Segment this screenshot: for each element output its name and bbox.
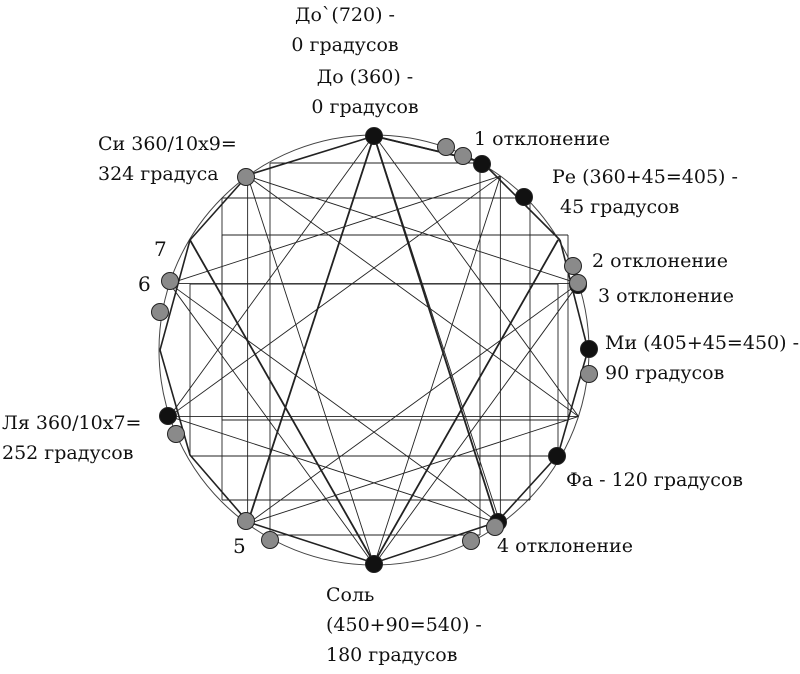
label-la: Ля 360/10х7= 252 градусов [2, 408, 141, 468]
secondary-point [261, 531, 279, 549]
octagon-edge [247, 521, 375, 564]
label-sol-line1: Соль [326, 584, 375, 606]
connector-line [373, 135, 498, 523]
label-re: Ре (360+45=405) - 45 градусов [552, 162, 738, 222]
octagon-edge [373, 521, 498, 564]
secondary-point [462, 532, 480, 550]
star-line [169, 283, 375, 566]
label-mi-line2: 90 градусов [605, 362, 725, 384]
octagon-edge [159, 239, 191, 351]
label-si-line1: Си 360/10х9= [98, 133, 237, 155]
star-line [247, 175, 375, 566]
label-la-line1: Ля 360/10х7= [2, 412, 142, 434]
primary-point [515, 188, 533, 206]
octagon-edge [496, 454, 559, 523]
octagon-edge [557, 349, 589, 456]
marker-7: 7 [154, 237, 167, 261]
secondary-point [161, 272, 179, 290]
label-deviation-4: 4 отклонение [497, 535, 633, 557]
label-do-360-line1: До (360) - [316, 66, 414, 88]
secondary-point [151, 303, 169, 321]
star-line [169, 175, 501, 417]
star-line [169, 175, 501, 284]
star-line [247, 175, 579, 284]
label-fa: Фа - 120 градусов [566, 469, 744, 491]
octagon-edge [189, 174, 249, 241]
label-la-line2: 252 градусов [2, 442, 134, 464]
primary-point [580, 340, 598, 358]
marker-6: 6 [138, 272, 151, 296]
secondary-point [486, 518, 504, 536]
label-do-720-line2: 0 градусов [291, 34, 399, 56]
star-line [247, 416, 579, 525]
octagon-edge [559, 239, 589, 351]
label-si-line2: 324 градуса [98, 163, 219, 185]
label-do-360-line2: 0 градусов [311, 96, 419, 118]
connector-line [373, 239, 559, 564]
label-do-360: До (360) - 0 градусов [290, 62, 440, 122]
label-re-line2: 45 градусов [560, 196, 680, 218]
connector-line [247, 135, 375, 523]
secondary-point [167, 425, 185, 443]
connector-lines [189, 135, 559, 564]
primary-point [159, 407, 177, 425]
primary-point [473, 155, 491, 173]
star-line [373, 283, 579, 566]
label-sol: Соль (450+90=540) - 180 градусов [326, 580, 482, 670]
star-line [169, 416, 501, 525]
star-line [373, 134, 579, 417]
label-deviation-2: 2 отклонение [592, 250, 728, 272]
label-re-line1: Ре (360+45=405) - [552, 166, 738, 188]
primary-point [548, 447, 566, 465]
star-line [247, 283, 579, 525]
label-do-720-line1: До`(720) - [295, 4, 395, 26]
octagon-edge [247, 135, 375, 176]
secondary-point [564, 257, 582, 275]
secondary-point [237, 512, 255, 530]
star-line [169, 283, 501, 525]
star-line [373, 175, 501, 566]
label-si: Си 360/10х9= 324 градуса [98, 129, 237, 189]
secondary-point [437, 138, 455, 156]
label-deviation-1: 1 отклонение [474, 128, 610, 150]
label-sol-line2: (450+90=540) - [326, 614, 482, 636]
primary-point [365, 127, 383, 145]
label-mi: Ми (405+45=450) - 90 градусов [605, 328, 799, 388]
secondary-point [580, 365, 598, 383]
note-points [151, 127, 598, 573]
connector-line [189, 239, 375, 564]
primary-point [365, 555, 383, 573]
label-deviation-3: 3 отклонение [598, 285, 734, 307]
octagon-edge [159, 349, 191, 456]
label-sol-line3: 180 градусов [326, 644, 458, 666]
secondary-point [569, 274, 587, 292]
octagon-edge [189, 454, 249, 523]
secondary-point [237, 168, 255, 186]
label-do-720: До`(720) - 0 градусов [270, 0, 420, 60]
marker-5: 5 [233, 534, 246, 558]
secondary-point [454, 147, 472, 165]
label-mi-line1: Ми (405+45=450) - [605, 332, 799, 354]
star-line [247, 175, 579, 417]
star-line [169, 134, 375, 417]
